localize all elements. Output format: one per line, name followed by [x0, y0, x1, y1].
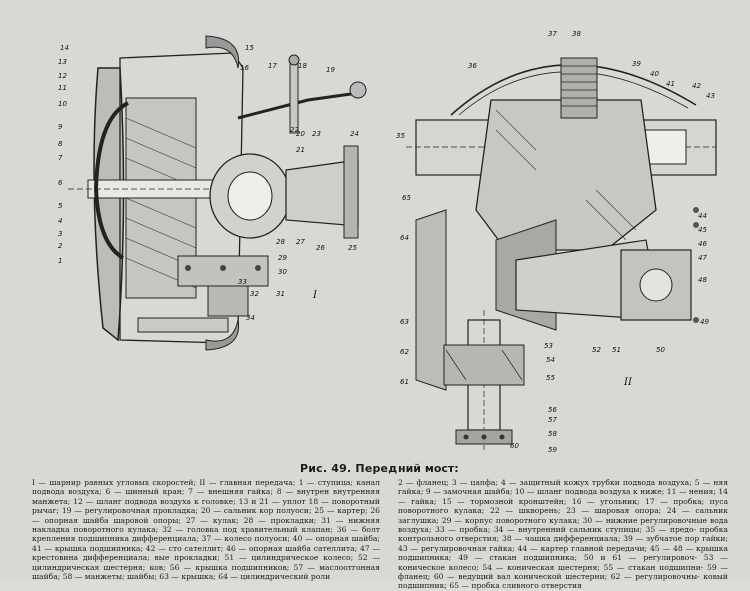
callout-18: 18: [298, 62, 307, 70]
callout-46: 46: [698, 240, 707, 248]
callout-62: 62: [400, 348, 409, 356]
callout-8: 8: [58, 140, 63, 148]
legend-right-column: 2 — фланец; 3 — цапфа; 4 — защитный кожу…: [398, 478, 728, 591]
legend-left-column: I — шарнир равных угловых скоростей; II …: [32, 478, 380, 582]
callout-27: 27: [296, 238, 305, 246]
callout-17: 17: [268, 62, 277, 70]
callout-44: 44: [698, 212, 707, 220]
callout-33: 33: [238, 278, 247, 286]
callout-23: 23: [312, 130, 321, 138]
callout-9: 9: [58, 123, 63, 131]
figure-caption-right: ний мост:: [398, 462, 459, 475]
callout-48: 48: [698, 276, 707, 284]
callout-54: 54: [546, 356, 555, 364]
figure-label-II: II: [623, 377, 633, 388]
callout-53: 53: [544, 342, 553, 350]
callout-3: 3: [58, 230, 62, 238]
callout-34: 34: [246, 314, 255, 322]
callout-56: 56: [548, 406, 557, 414]
callout-14: 14: [60, 44, 69, 52]
differential-drawing: II 35 36 37 38 39 40 41 42 43 44 45 46 4…: [396, 30, 717, 454]
callout-52: 52: [592, 346, 601, 354]
callout-1: 1: [58, 257, 62, 265]
callout-41: 41: [666, 80, 675, 88]
callout-35: 35: [396, 132, 405, 140]
callout-60: 60: [510, 442, 519, 450]
figure-caption-left: Рис. 49. Перед: [300, 462, 398, 475]
figure-label-I: I: [312, 290, 318, 301]
callout-29: 29: [278, 254, 287, 262]
callout-42: 42: [692, 82, 701, 90]
callout-57: 57: [548, 416, 557, 424]
callout-20: 20: [296, 130, 305, 138]
callout-63: 63: [400, 318, 409, 326]
callout-51: 51: [612, 346, 621, 354]
callout-12: 12: [58, 72, 67, 80]
callout-7: 7: [58, 154, 63, 162]
callout-21: 21: [296, 146, 305, 154]
callout-43: 43: [706, 92, 715, 100]
callout-65: 65: [402, 194, 411, 202]
callout-32: 32: [250, 290, 259, 298]
callout-39: 39: [632, 60, 641, 68]
callout-64: 64: [400, 234, 409, 242]
callout-22: 22: [290, 126, 299, 134]
callout-40: 40: [650, 70, 659, 78]
callout-49: 49: [700, 318, 709, 326]
callout-28: 28: [276, 238, 285, 246]
callout-5: 5: [58, 202, 63, 210]
callout-19: 19: [326, 66, 335, 74]
left-callouts: 14 13 12 11 10 9 8 7 6 5 4 3 2 1 15 16 1…: [58, 44, 359, 322]
callout-4: 4: [58, 217, 62, 225]
callout-55: 55: [546, 374, 555, 382]
callout-59: 59: [548, 446, 557, 454]
callout-31: 31: [276, 290, 285, 298]
callout-50: 50: [656, 346, 665, 354]
callout-30: 30: [278, 268, 287, 276]
callout-2: 2: [58, 242, 63, 250]
callout-25: 25: [348, 244, 357, 252]
callout-45: 45: [698, 226, 707, 234]
callout-58: 58: [548, 430, 557, 438]
callout-15: 15: [245, 44, 254, 52]
callout-37: 37: [548, 30, 557, 38]
callout-36: 36: [468, 62, 477, 70]
callout-61: 61: [400, 378, 409, 386]
callout-38: 38: [572, 30, 581, 38]
right-callouts: 35 36 37 38 39 40 41 42 43 44 45 46 47 4…: [396, 30, 715, 454]
callout-16: 16: [240, 64, 249, 72]
callout-13: 13: [58, 58, 67, 66]
callout-6: 6: [58, 179, 63, 187]
callout-11: 11: [58, 84, 67, 92]
callout-26: 26: [316, 244, 325, 252]
figure-front-wheel-hub: I 14 13 12 11 10 9 8 7 6 5 4 3 2 1 15 16…: [28, 28, 383, 363]
callout-10: 10: [58, 100, 67, 108]
callout-47: 47: [698, 254, 707, 262]
callout-24: 24: [350, 130, 359, 138]
figure-main-drive: II 35 36 37 38 39 40 41 42 43 44 45 46 4…: [396, 20, 726, 460]
hub-drawing: I 14 13 12 11 10 9 8 7 6 5 4 3 2 1 15 16…: [58, 35, 367, 351]
